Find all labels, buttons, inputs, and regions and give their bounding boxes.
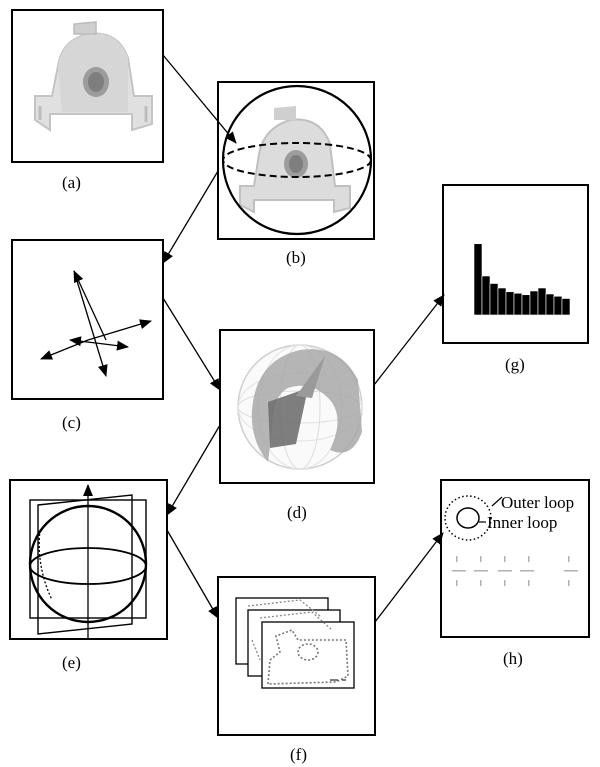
- panel-d-caption: (d): [287, 503, 307, 522]
- histogram-bar: [537, 287, 547, 316]
- histogram-bar: [529, 290, 539, 316]
- panel-d: (d): [219, 329, 375, 522]
- principal-axes: [40, 270, 152, 377]
- panel-g-frame: [442, 184, 589, 344]
- panel-f-caption: (f): [290, 745, 307, 764]
- histogram-bar: [545, 293, 555, 316]
- panel-c: (c): [11, 239, 164, 432]
- panel-g-caption: (g): [505, 355, 525, 374]
- arrow-f-to-h: [374, 532, 444, 623]
- histogram-bar: [497, 287, 507, 316]
- histogram: [473, 243, 571, 316]
- histogram-bar: [505, 291, 515, 316]
- rotating-planes: [28, 484, 148, 640]
- loop-features: [452, 556, 578, 586]
- panel-e: (e): [9, 479, 168, 672]
- panel-a-caption: (a): [62, 173, 81, 192]
- histogram-bar: [521, 294, 531, 316]
- outer-loop-label: Outer loop: [501, 493, 574, 512]
- panel-c-frame: [11, 239, 164, 400]
- arrow-b-to-c: [162, 170, 219, 264]
- panel-h: Outer loop Inner loop (h): [440, 479, 590, 668]
- sphere-equator: [222, 142, 372, 178]
- panel-a: (a): [11, 9, 164, 192]
- histogram-bar: [513, 292, 523, 316]
- panel-f: (f): [217, 576, 376, 764]
- panel-c-caption: (c): [62, 413, 81, 432]
- arrow-d-to-e: [166, 424, 221, 516]
- arrow-c-to-d: [162, 297, 221, 391]
- histogram-bar: [553, 295, 563, 316]
- panel-e-caption: (e): [62, 653, 81, 672]
- inner-loop-shape: [456, 507, 480, 529]
- panel-h-caption: (h): [503, 649, 523, 668]
- panel-h-frame: [440, 479, 590, 638]
- histogram-bar: [489, 283, 499, 316]
- histogram-bar: [561, 298, 571, 316]
- panel-g: (g): [442, 184, 589, 374]
- outer-loop-shape: [444, 495, 492, 541]
- arrow-d-to-g: [373, 294, 445, 386]
- arrow-e-to-f: [166, 529, 219, 619]
- histogram-bar: [473, 243, 483, 316]
- part-image: [34, 21, 153, 132]
- flow-arrows: [162, 54, 445, 623]
- panel-b: (b): [217, 81, 375, 267]
- inner-loop-label: Inner loop: [487, 513, 557, 532]
- view-stack: [235, 597, 355, 689]
- part-image-small: [239, 106, 351, 214]
- sphere-partition: [237, 344, 363, 470]
- histogram-bar: [481, 275, 491, 316]
- panel-b-caption: (b): [286, 248, 306, 267]
- arrow-a-to-b: [162, 54, 237, 144]
